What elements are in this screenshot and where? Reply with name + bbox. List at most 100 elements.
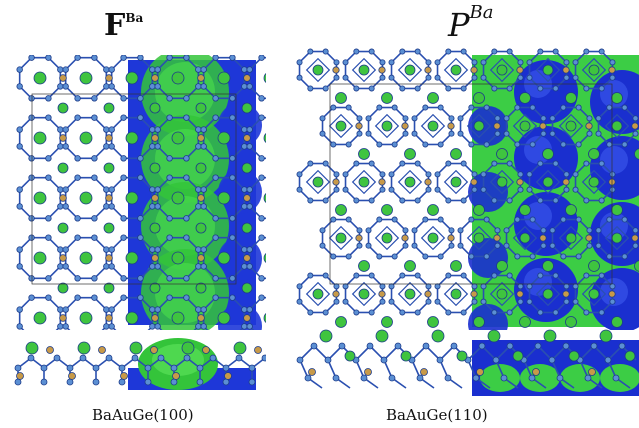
- ge-atom: [154, 66, 161, 73]
- ge-atom: [258, 174, 265, 181]
- ge-atom: [448, 227, 455, 234]
- ba-atom: [456, 350, 468, 362]
- ge-atom: [457, 115, 464, 122]
- ge-atom: [437, 141, 444, 148]
- ge-atom: [572, 74, 579, 81]
- ge-atom: [380, 356, 388, 364]
- ge-atom: [276, 336, 282, 342]
- ge-atom: [246, 186, 253, 193]
- ba-atom: [542, 64, 554, 76]
- ge-atom: [57, 203, 64, 210]
- au-atom: [151, 254, 159, 262]
- ba-atom: [611, 316, 623, 328]
- ge-atom: [609, 283, 616, 290]
- ba-atom: [450, 288, 462, 300]
- ge-atom: [258, 155, 265, 162]
- ba-atom: [634, 148, 639, 160]
- ge-square: [581, 57, 607, 83]
- ge-atom: [460, 197, 467, 204]
- ge-atom: [586, 242, 593, 249]
- ba-atom: [381, 232, 393, 244]
- ge-atom: [276, 55, 282, 61]
- ge-atom: [609, 186, 616, 193]
- ge-atom: [62, 126, 69, 133]
- ge-atom: [391, 253, 398, 260]
- ge-atom: [137, 114, 144, 121]
- ge-atom: [53, 354, 61, 362]
- ge-square: [489, 281, 515, 307]
- bond: [278, 238, 290, 250]
- ba-atom: [217, 131, 231, 145]
- ba-atom: [381, 204, 393, 216]
- ge-atom: [399, 309, 406, 316]
- ba-atom: [542, 148, 554, 160]
- ge-atom: [45, 95, 52, 102]
- ge-atom: [472, 374, 480, 382]
- ge-atom: [45, 174, 52, 181]
- ge-atom: [166, 215, 173, 222]
- ge-atom: [296, 59, 303, 66]
- ge-atom: [414, 309, 421, 316]
- ba-atom: [450, 148, 462, 160]
- ge-atom: [74, 55, 81, 61]
- ge-atom: [91, 174, 98, 181]
- ge-atom: [149, 306, 156, 313]
- ge-atom: [288, 324, 294, 330]
- ge-atom: [333, 298, 340, 305]
- ge-atom: [195, 143, 202, 150]
- ge-atom: [57, 83, 64, 90]
- ge-atom: [307, 197, 314, 204]
- ge-atom: [16, 186, 23, 193]
- ge-atom: [537, 48, 544, 55]
- ge-atom: [503, 227, 510, 234]
- ge-atom: [157, 354, 165, 362]
- ge-atom: [606, 216, 613, 223]
- ge-atom: [296, 283, 303, 290]
- ba-atom: [588, 176, 600, 188]
- ge-atom: [154, 143, 161, 150]
- ge-atom: [246, 126, 253, 133]
- ge-atom: [471, 74, 478, 81]
- ge-atom: [609, 171, 616, 178]
- ge-square: [466, 225, 492, 251]
- ge-atom: [276, 295, 282, 301]
- ge-atom: [450, 342, 458, 350]
- ge-atom: [229, 114, 236, 121]
- ge-atom: [14, 364, 22, 372]
- ge-atom: [586, 130, 593, 137]
- ba-atom: [450, 176, 462, 188]
- ge-atom: [213, 336, 219, 342]
- ba-atom: [427, 204, 439, 216]
- ge-atom: [595, 130, 602, 137]
- ge-atom: [137, 155, 144, 162]
- ge-atom: [560, 216, 567, 223]
- ge-atom: [606, 141, 613, 148]
- ba-atom: [241, 102, 253, 114]
- ge-atom: [166, 234, 173, 241]
- ge-atom: [402, 130, 409, 137]
- ge-atom: [560, 253, 567, 260]
- ge-atom: [183, 174, 190, 181]
- ge-atom: [448, 242, 455, 249]
- ge-atom: [572, 283, 579, 290]
- ba-atom: [103, 102, 115, 114]
- left-title-superscript: Ba: [125, 11, 144, 25]
- ge-atom: [28, 155, 35, 162]
- ba-atom: [634, 260, 639, 272]
- au-atom: [378, 66, 386, 74]
- ba-atom: [487, 329, 501, 343]
- green-density-blob: [560, 364, 600, 392]
- ba-atom: [375, 329, 389, 343]
- ge-atom: [296, 298, 303, 305]
- au-atom: [243, 74, 251, 82]
- ge-atom: [103, 186, 110, 193]
- ge-atom: [74, 234, 81, 241]
- ba-atom: [319, 329, 333, 343]
- ge-square: [489, 169, 515, 195]
- ge-atom: [353, 85, 360, 92]
- au-atom: [470, 66, 478, 74]
- ge-atom: [120, 275, 127, 282]
- ge-atom: [57, 126, 64, 133]
- ge-atom: [288, 144, 294, 150]
- ba-atom: [129, 341, 143, 355]
